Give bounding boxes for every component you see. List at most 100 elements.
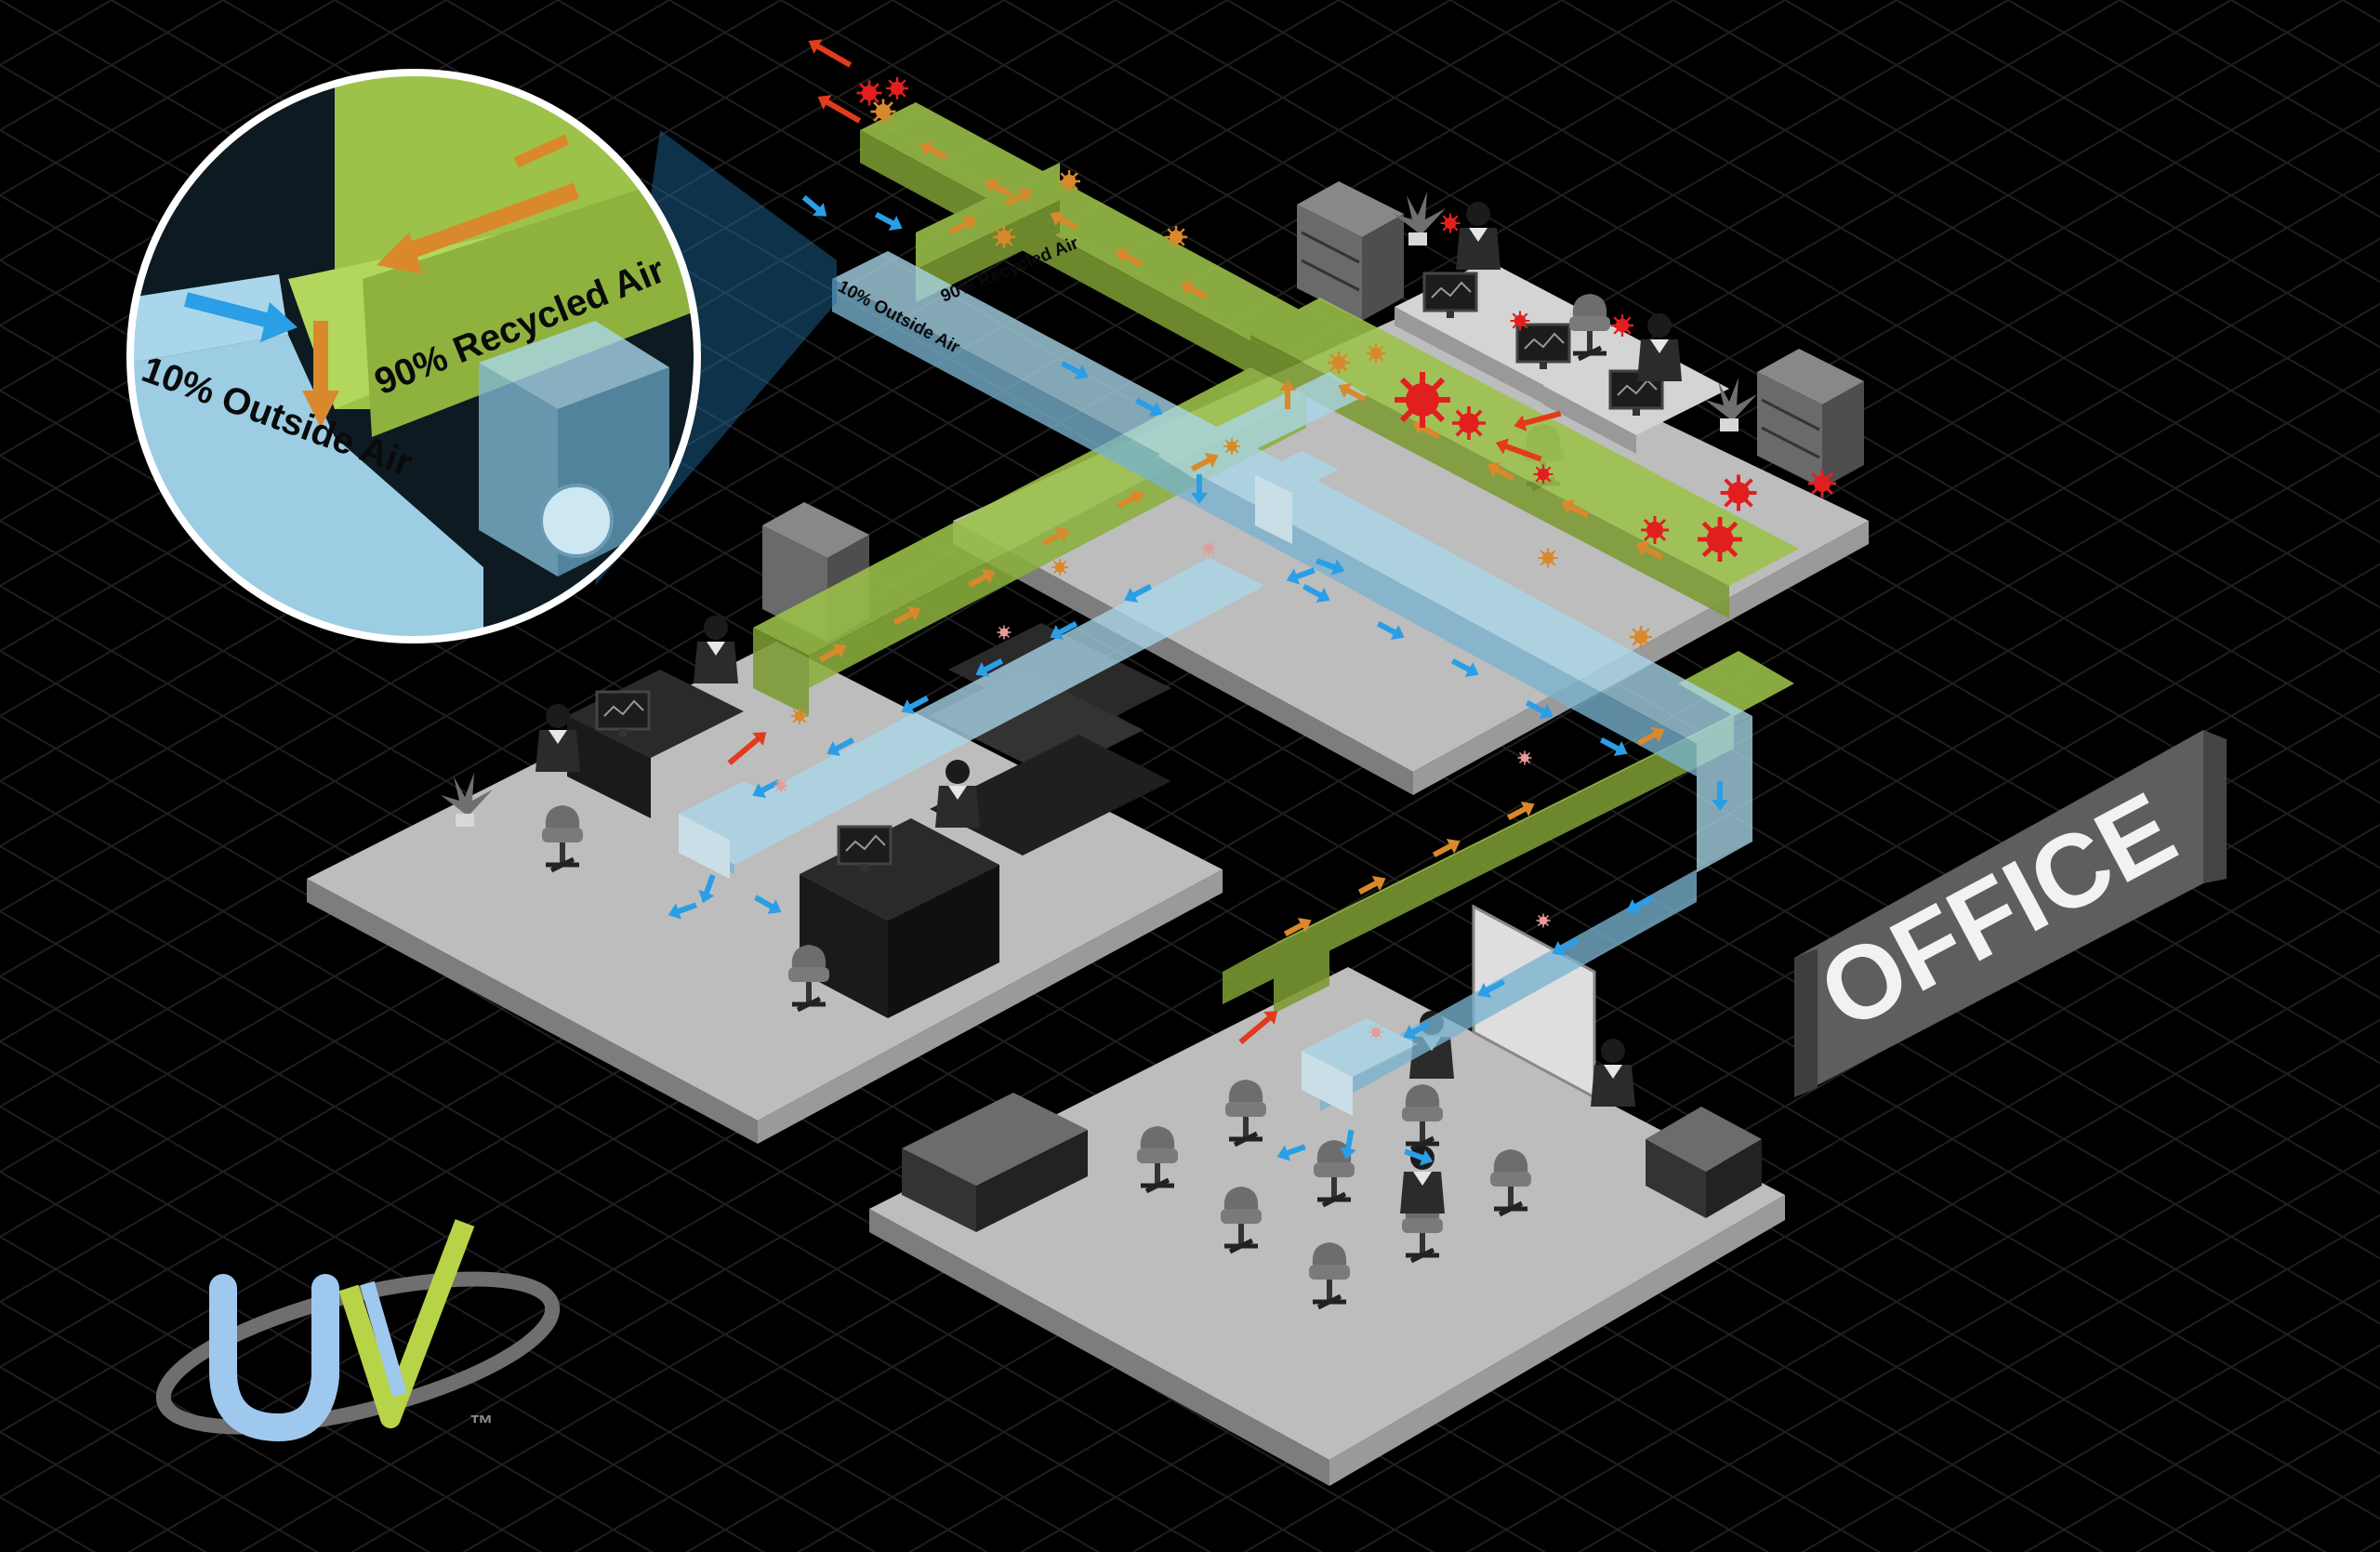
zoom-callout: 10% Outside Air 90% Recycled Air [126,69,701,643]
airflow-arrow-icon [727,732,767,766]
virus-icon [1450,405,1488,442]
airflow-arrow-icon [754,895,782,914]
airflow-arrow-icon [985,179,1013,198]
airflow-arrow-icon [1180,281,1209,300]
airflow-arrow-icon [1525,699,1554,719]
airflow-arrow-icon [1283,918,1312,937]
airflow-arrow-icon [1599,736,1628,756]
virus-icon [773,777,789,794]
airflow-arrow-icon [1636,727,1665,747]
meeting-room-furniture [902,904,1762,1307]
airflow-arrow-icon [948,216,977,235]
airflow-arrow-icon [1060,360,1089,379]
virus-icon [1223,437,1241,456]
airflow-arrow-icon [1552,936,1580,956]
virus-icon [991,224,1017,250]
virus-icon [1628,624,1654,650]
logo-letter-u [209,1274,339,1442]
virus-icon [1326,350,1352,376]
airflow-arrow-icon [1495,438,1542,462]
airflow-arrow-icon [967,569,996,589]
airflow-arrow-icon [1134,397,1163,417]
virus-icon [1509,310,1531,332]
airflow-arrow-icon [1626,895,1655,914]
virus-icon [1163,224,1189,250]
bookshelf-icon [1297,181,1404,321]
airflow-arrow-icon [1050,211,1078,231]
airflow-arrow-icon [698,874,716,904]
airflow-arrow-icon [1712,781,1728,811]
airflow-arrow-icon [1286,567,1316,585]
airflow-arrow-icon [1340,1129,1356,1160]
uv-logo: UV ™ [155,1219,561,1442]
airflow-arrow-icon [1302,583,1330,603]
airflow-arrow-icon [1116,490,1144,510]
virus-icon [1698,517,1742,562]
virus-icon [790,707,809,725]
airflow-arrow-icon [1115,248,1144,268]
virus-icon [1365,342,1387,365]
airflow-arrow-icon [1190,453,1219,472]
airflow-arrows [668,39,1728,1166]
logo-checkmark [338,1219,475,1428]
sofa-icon [1646,1107,1762,1218]
airflow-arrow-icon [1412,420,1441,440]
airflow-arrow-icon [1050,620,1078,640]
airflow-arrow-icon [1432,839,1461,858]
airflow-arrow-icon [808,39,853,68]
airflow-arrow-icon [1338,383,1367,403]
airflow-arrow-icon [801,194,827,217]
virus-icon [996,624,1012,641]
airflow-arrow-icon [1124,583,1153,603]
airflow-arrow-icon [892,606,921,626]
virus-icon [1639,514,1671,546]
floor-left [307,642,1223,1144]
virus-icon [1368,1024,1384,1041]
airflow-arrow-icon [1477,978,1506,998]
virus-icon [1609,312,1635,338]
trademark-symbol: ™ [469,1410,494,1438]
virus-icon [1439,212,1461,234]
airflow-arrow-icon [901,695,930,714]
airflow-arrow-icon [1279,379,1296,409]
virus-icon [1395,372,1450,428]
airflow-arrow-icon [1041,527,1070,547]
airflow-arrow-icon [975,657,1004,677]
bookshelf-icon [1757,349,1864,488]
airflow-arrow-icon [1514,410,1562,431]
virus-icon [1200,540,1217,557]
airflow-arrow-icon [752,778,781,798]
virus-icon [1718,472,1759,513]
airflow-arrow-icon [826,736,855,756]
airflow-arrow-icon [818,643,847,663]
virus-icon [1532,463,1554,485]
airflow-arrow-icon [1487,462,1515,482]
airflow-arrow-icon [1403,1020,1432,1040]
airflow-arrow-icon [919,141,948,161]
virus-icon [855,79,883,107]
floor-front [869,967,1785,1486]
recycled-air-duct [753,102,1799,1014]
sofa-icon [902,1093,1088,1232]
airflow-arrow-icon [1450,657,1479,677]
airflow-arrow-icon [817,95,862,124]
airflow-arrow-icon [1357,876,1386,895]
airflow-arrow-icon [1561,499,1590,519]
airflow-arrow-icon [1191,474,1208,504]
virus-icon [884,75,910,101]
airflow-arrow-icon [1316,558,1345,576]
fan-unit-icon [539,484,614,558]
airflow-arrow-icon [1635,541,1664,561]
back-office-furniture [1297,181,1864,489]
airflow-arrow-icon [1376,620,1405,640]
airflow-arrow-icon [1238,1011,1278,1045]
airflow-arrow-icon [668,902,697,920]
virus-icon [1537,547,1559,569]
virus-icon [1516,749,1533,766]
airflow-arrow-icon [874,211,903,231]
airflow-arrow-icon [1004,188,1033,207]
virus-icon [1535,912,1552,929]
virus-icon [1056,168,1082,194]
